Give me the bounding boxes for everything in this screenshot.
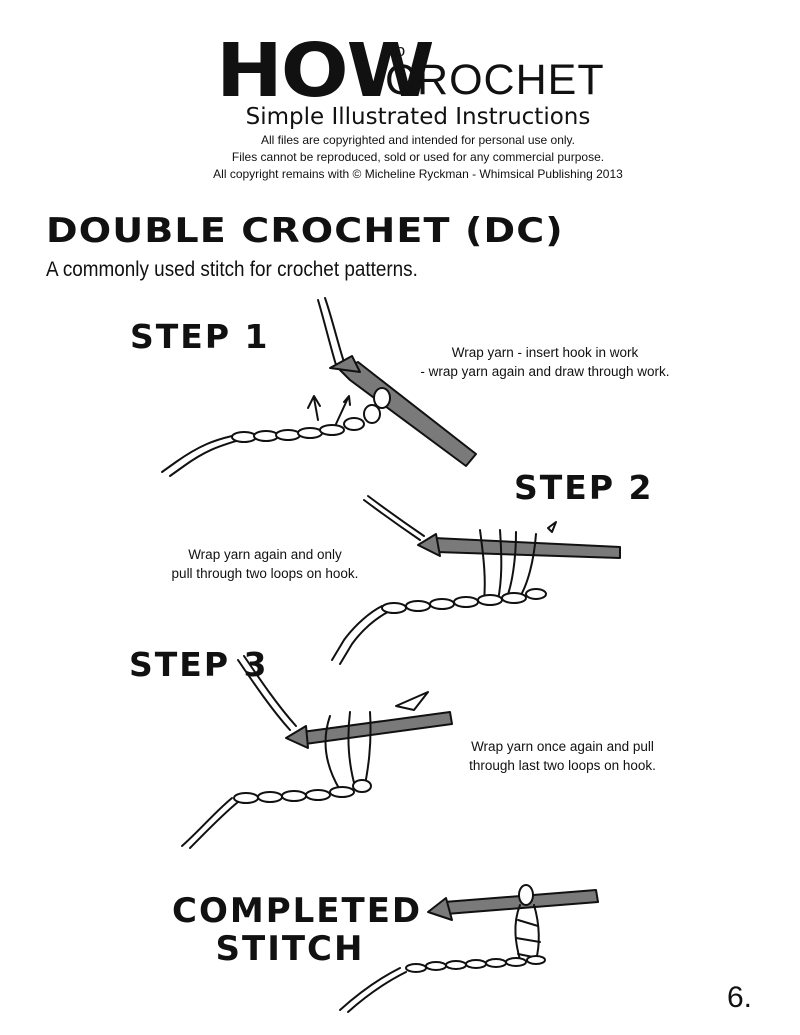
subtitle: Simple Illustrated Instructions bbox=[245, 104, 591, 130]
completed-stitch-label: COMPLETED STITCH bbox=[172, 891, 423, 969]
copyright-line-1: All files are copyrighted and intended f… bbox=[261, 133, 575, 147]
step-1-label: STEP 1 bbox=[130, 317, 270, 356]
step-2-instruction: Wrap yarn again and only pull through tw… bbox=[150, 545, 380, 583]
section-title: DOUBLE CROCHET (DC) bbox=[46, 211, 564, 251]
step-2-illustration bbox=[331, 495, 621, 665]
step-2-instruction-line-1: Wrap yarn again and only bbox=[188, 547, 342, 562]
step-3-illustration bbox=[181, 655, 453, 849]
step-3-instruction: Wrap yarn once again and pull through la… bbox=[440, 737, 685, 775]
copyright-line-3: All copyright remains with © Micheline R… bbox=[213, 167, 623, 181]
step-1-instruction: Wrap yarn - insert hook in work - wrap y… bbox=[400, 343, 690, 381]
step-2-label: STEP 2 bbox=[514, 468, 654, 507]
chain-stitches-1 bbox=[231, 387, 391, 443]
step-3-instruction-line-2: through last two loops on hook. bbox=[469, 758, 656, 773]
step-1-instruction-line-2: - wrap yarn again and draw through work. bbox=[420, 364, 670, 379]
page-number: 6. bbox=[727, 981, 753, 1014]
step-1-instruction-line-1: Wrap yarn - insert hook in work bbox=[451, 345, 639, 360]
chain-stitches-3 bbox=[233, 779, 372, 804]
step-1-illustration bbox=[161, 297, 477, 477]
completed-label-line-1: COMPLETED bbox=[172, 891, 423, 931]
logo-crochet-word: CROCHET bbox=[385, 56, 605, 104]
completed-illustration bbox=[339, 884, 599, 1013]
copyright-line-2: Files cannot be reproduced, sold or used… bbox=[231, 150, 605, 164]
section-intro: A commonly used stitch for crochet patte… bbox=[46, 258, 418, 281]
step-3-label: STEP 3 bbox=[129, 645, 269, 684]
completed-label-line-2: STITCH bbox=[215, 929, 365, 969]
chain-stitches-4 bbox=[405, 955, 546, 973]
chain-stitches-2 bbox=[381, 588, 547, 614]
logo-how-word: HOW bbox=[216, 28, 435, 114]
step-3-instruction-line-1: Wrap yarn once again and pull bbox=[471, 739, 654, 754]
step-2-instruction-line-2: pull through two loops on hook. bbox=[171, 566, 359, 581]
logo-to-word: to bbox=[391, 41, 406, 60]
